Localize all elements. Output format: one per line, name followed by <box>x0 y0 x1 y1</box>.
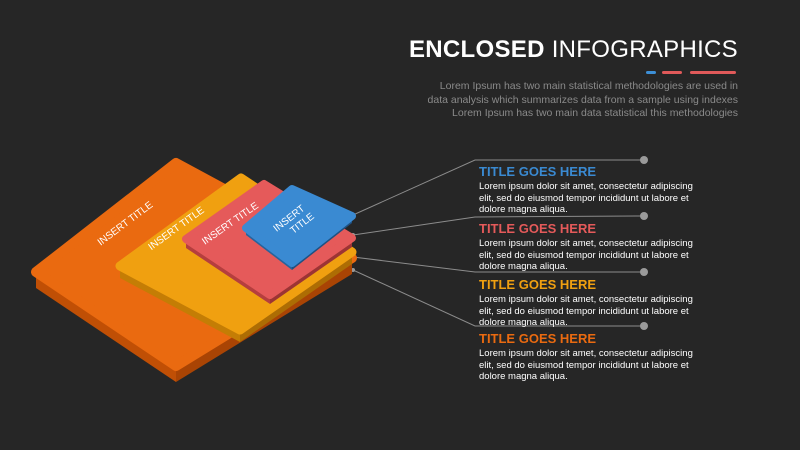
accent-bar-red-long <box>690 71 736 74</box>
info-item-title: TITLE GOES HERE <box>479 277 597 292</box>
connector-line-1 <box>352 159 644 216</box>
connector-line-3 <box>352 256 644 273</box>
info-item-text: Lorem ipsum dolor sit amet, consectetur … <box>479 181 714 216</box>
info-item-text-line: elit, sed do eiusmod tempor incididunt u… <box>479 359 689 371</box>
info-item-text-line: dolore magna aliqua. <box>479 204 568 215</box>
info-item-text: Lorem ipsum dolor sit amet, consectetur … <box>479 294 714 329</box>
subtitle-line: Lorem Ipsum has two main statistical met… <box>439 80 738 92</box>
info-item-text-line: elit, sed do eiusmod tempor incididunt u… <box>479 192 689 204</box>
info-item-text-line: Lorem ipsum dolor sit amet, consectetur … <box>479 348 693 359</box>
connector-line-4 <box>352 269 644 327</box>
info-item-title: TITLE GOES HERE <box>479 164 597 179</box>
page-title-bold: ENCLOSED <box>408 36 545 63</box>
connector-dot <box>640 212 648 220</box>
connector-dot <box>640 268 648 276</box>
info-item-text-line: dolore magna aliqua. <box>479 317 568 328</box>
connector-line-2 <box>352 215 645 236</box>
accent-bar-blue <box>646 71 656 74</box>
info-item-blue: TITLE GOES HERE Lorem ipsum dolor sit am… <box>479 165 714 216</box>
connector-dot <box>640 322 648 330</box>
connector-dot <box>640 156 648 164</box>
info-item-text: Lorem ipsum dolor sit amet, consectetur … <box>479 348 714 383</box>
subtitle-line: data analysis which summarizes data from… <box>427 93 738 106</box>
info-item-orange: TITLE GOES HERE Lorem ipsum dolor sit am… <box>479 332 714 383</box>
info-item-title: TITLE GOES HERE <box>479 221 597 236</box>
info-item-text: Lorem ipsum dolor sit amet, consectetur … <box>479 238 714 273</box>
layer-blue: INSERT TITLE <box>242 185 356 270</box>
layer-blue-top <box>242 185 356 267</box>
info-item-text-line: Lorem ipsum dolor sit amet, consectetur … <box>479 294 693 305</box>
subtitle: Lorem Ipsum has two main statistical met… <box>378 80 738 121</box>
page-title-rest: INFOGRAPHICS <box>551 36 738 63</box>
info-item-amber: TITLE GOES HERE Lorem ipsum dolor sit am… <box>479 278 714 329</box>
info-item-text-line: elit, sed do eiusmod tempor incididunt u… <box>479 305 689 317</box>
info-item-text-line: Lorem ipsum dolor sit amet, consectetur … <box>479 238 693 249</box>
info-item-text-line: elit, sed do eiusmod tempor incididunt u… <box>479 249 689 261</box>
info-item-text-line: Lorem ipsum dolor sit amet, consectetur … <box>479 181 693 192</box>
page-title: ENCLOSED INFOGRAPHICS <box>409 36 738 64</box>
info-item-text-line: dolore magna aliqua. <box>479 261 568 272</box>
subtitle-line: Lorem Ipsum has two main data statistica… <box>452 107 738 119</box>
connector-lines <box>352 159 645 327</box>
accent-bar-red-short <box>662 71 682 74</box>
info-item-red: TITLE GOES HERE Lorem ipsum dolor sit am… <box>479 222 714 273</box>
info-item-title: TITLE GOES HERE <box>479 331 597 346</box>
info-item-text-line: dolore magna aliqua. <box>479 371 568 382</box>
